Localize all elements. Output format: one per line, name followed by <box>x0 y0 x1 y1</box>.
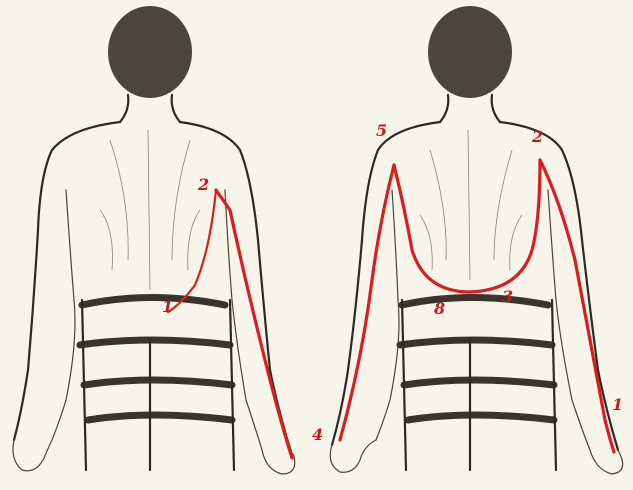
right-marker-2: 2 <box>531 127 543 146</box>
right-figure-head-hair <box>428 6 512 98</box>
right-marker-4: 4 <box>312 425 323 444</box>
left-figure-neck <box>120 95 180 122</box>
left-figure-bandage <box>80 298 234 471</box>
right-figure-left-hand <box>330 440 376 472</box>
left-figure-left-hand <box>13 440 52 471</box>
right-figure-back-curve <box>394 160 540 292</box>
right-figure-torso-outline <box>332 122 618 450</box>
left-figure-back-shading <box>100 130 200 290</box>
right-figure-bandage <box>400 298 556 471</box>
left-marker-1: 1 <box>162 297 173 316</box>
right-figure-left-arm-line <box>340 165 394 440</box>
right-figure: 5 2 3 8 4 1 <box>312 6 623 474</box>
right-figure-neck <box>440 95 500 122</box>
left-figure-head-hair <box>108 6 192 98</box>
right-marker-5: 5 <box>376 121 387 140</box>
left-figure: 2 1 <box>13 6 295 474</box>
right-figure-back-shading <box>420 130 522 280</box>
right-marker-8: 8 <box>433 299 445 318</box>
left-marker-2: 2 <box>197 175 209 194</box>
right-marker-3: 3 <box>502 287 513 306</box>
left-figure-torso-outline <box>14 122 292 455</box>
right-marker-1: 1 <box>612 395 623 414</box>
right-figure-right-hand <box>590 450 623 474</box>
